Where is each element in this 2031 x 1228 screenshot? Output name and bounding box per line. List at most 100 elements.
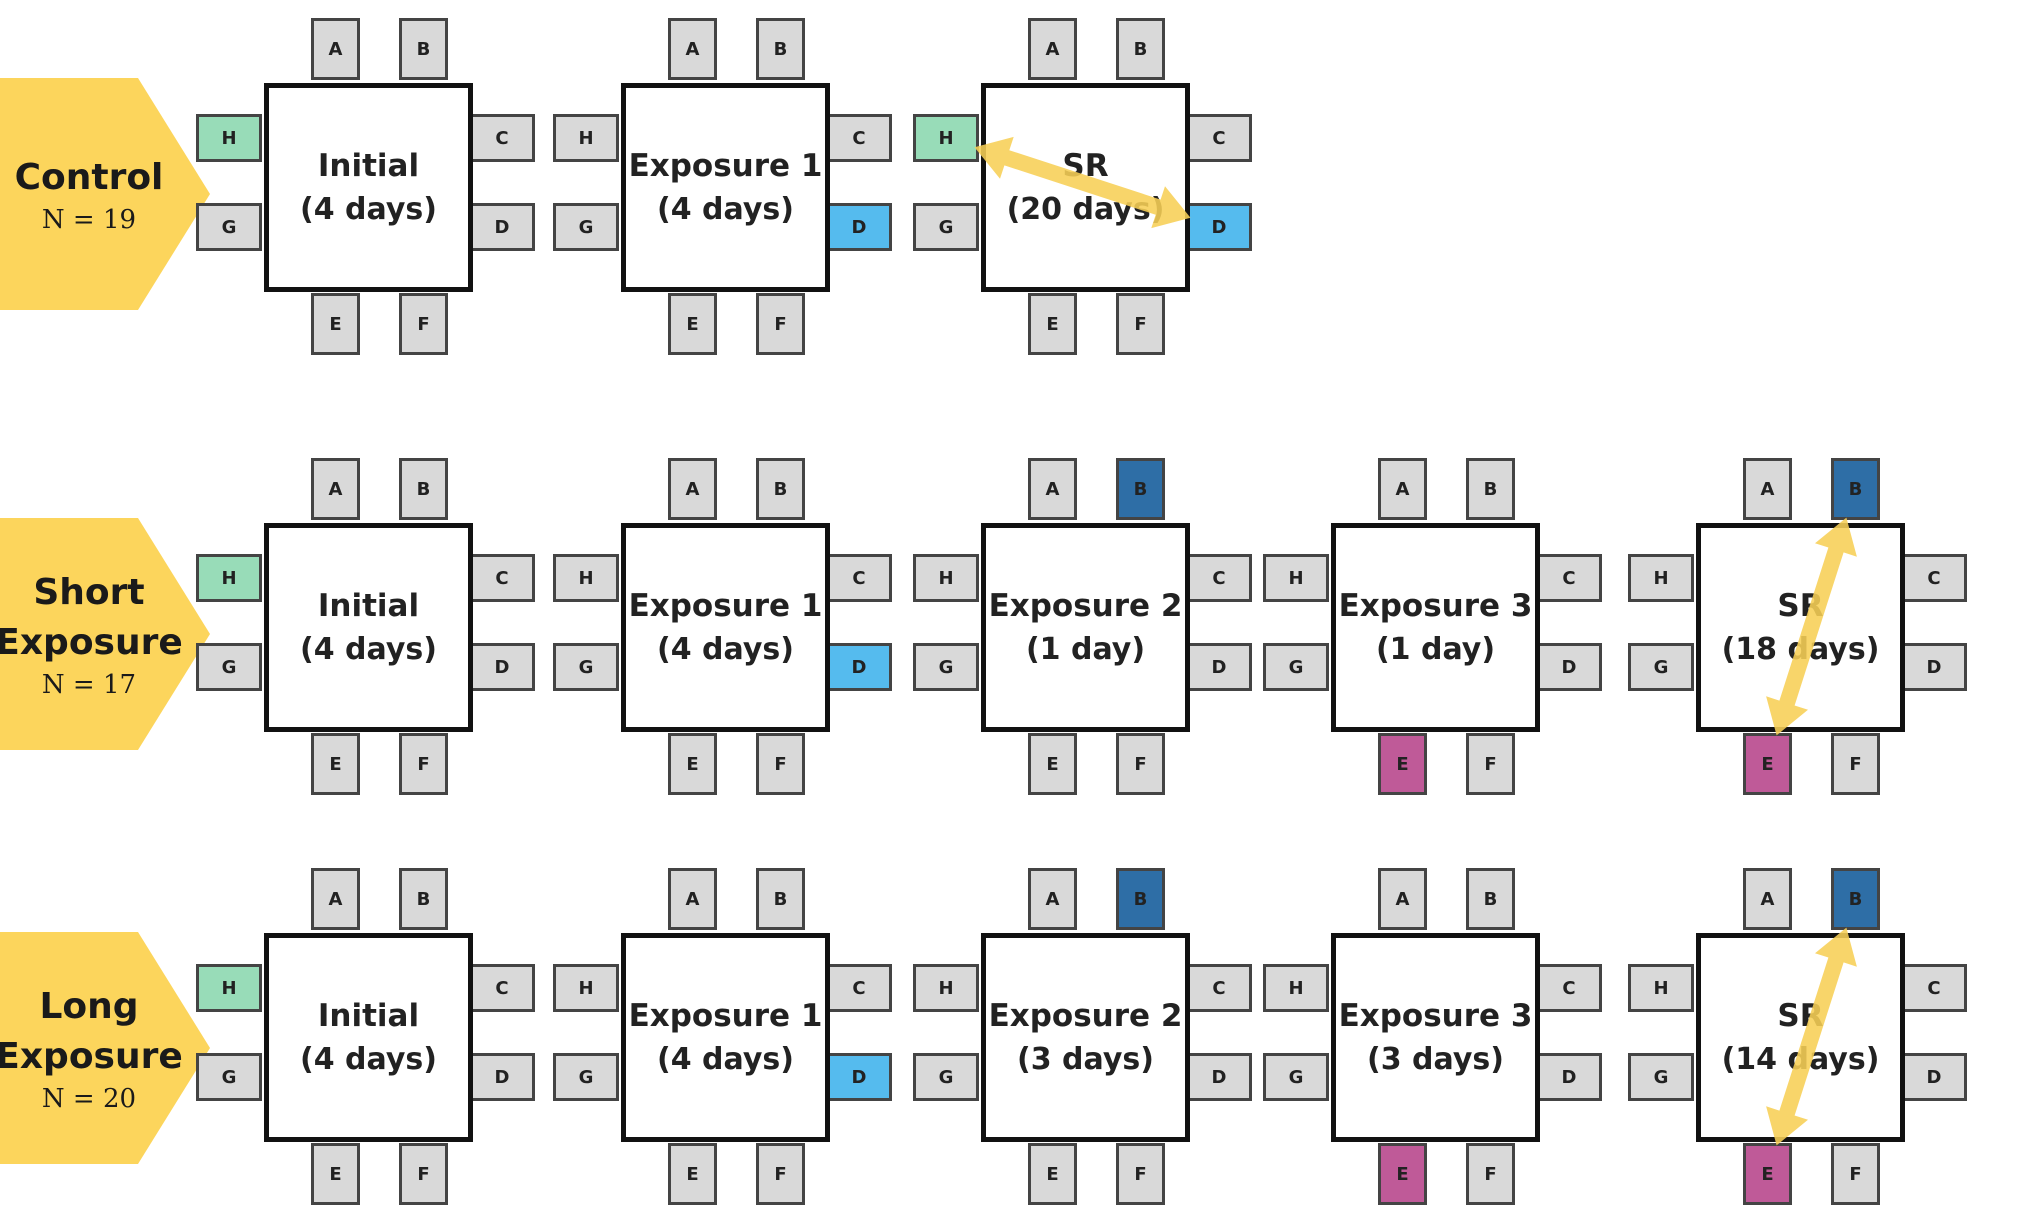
arena-center: Initial(4 days): [264, 523, 473, 732]
phase-duration: (3 days): [1017, 1041, 1154, 1077]
group-count: N = 19: [41, 205, 137, 235]
port-b: B: [399, 18, 448, 80]
port-c: C: [1536, 554, 1602, 602]
phase-duration: (4 days): [657, 631, 794, 667]
phase-name: Exposure 1: [628, 587, 823, 624]
port-b: B: [1466, 868, 1515, 930]
port-e: E: [1028, 293, 1077, 355]
port-a: A: [1028, 868, 1077, 930]
port-c: C: [1186, 964, 1252, 1012]
port-f: F: [756, 293, 805, 355]
port-e: E: [311, 733, 360, 795]
port-g: G: [196, 1053, 262, 1101]
port-h: H: [913, 964, 979, 1012]
port-c: C: [469, 554, 535, 602]
phase-duration: (1 day): [1375, 631, 1496, 667]
phase-name: SR: [1777, 587, 1824, 624]
port-d: D: [1901, 643, 1967, 691]
port-c: C: [469, 114, 535, 162]
port-f: F: [756, 733, 805, 795]
port-h: H: [553, 114, 619, 162]
port-e: E: [668, 293, 717, 355]
port-d: D: [826, 1053, 892, 1101]
port-h: H: [1263, 964, 1329, 1012]
port-f: F: [1466, 1143, 1515, 1205]
port-a: A: [1378, 868, 1427, 930]
port-h: H: [553, 964, 619, 1012]
port-d: D: [469, 203, 535, 251]
arena-center: Exposure 1(4 days): [621, 933, 830, 1142]
port-a: A: [311, 868, 360, 930]
port-g: G: [196, 643, 262, 691]
port-c: C: [1901, 964, 1967, 1012]
group-title: Short: [33, 572, 145, 613]
port-f: F: [1116, 293, 1165, 355]
port-g: G: [1263, 643, 1329, 691]
port-b: B: [756, 458, 805, 520]
port-a: A: [668, 868, 717, 930]
phase-duration: (14 days): [1721, 1041, 1880, 1077]
port-a: A: [1028, 18, 1077, 80]
port-h: H: [196, 114, 262, 162]
phase-duration: (4 days): [657, 191, 794, 227]
arena-center: Exposure 2(3 days): [981, 933, 1190, 1142]
phase-name: SR: [1777, 997, 1824, 1034]
port-a: A: [1743, 868, 1792, 930]
port-d: D: [469, 643, 535, 691]
phase-duration: (4 days): [300, 1041, 437, 1077]
port-e: E: [668, 1143, 717, 1205]
phase-duration: (20 days): [1006, 191, 1165, 227]
port-c: C: [1536, 964, 1602, 1012]
port-d: D: [1536, 643, 1602, 691]
port-a: A: [1743, 458, 1792, 520]
phase-name: Exposure 2: [988, 587, 1183, 624]
group-title: Exposure: [0, 1036, 183, 1077]
port-h: H: [196, 554, 262, 602]
port-c: C: [1186, 114, 1252, 162]
port-c: C: [1901, 554, 1967, 602]
port-e: E: [311, 293, 360, 355]
phase-name: Initial: [317, 997, 420, 1034]
port-g: G: [1263, 1053, 1329, 1101]
port-e: E: [1743, 733, 1792, 795]
port-f: F: [1831, 733, 1880, 795]
port-d: D: [1186, 1053, 1252, 1101]
port-g: G: [913, 203, 979, 251]
port-e: E: [1378, 1143, 1427, 1205]
port-f: F: [1831, 1143, 1880, 1205]
port-g: G: [553, 643, 619, 691]
port-c: C: [1186, 554, 1252, 602]
phase-duration: (18 days): [1721, 631, 1880, 667]
port-g: G: [1628, 643, 1694, 691]
port-d: D: [826, 203, 892, 251]
phase-name: Exposure 3: [1338, 997, 1533, 1034]
port-c: C: [469, 964, 535, 1012]
port-e: E: [1743, 1143, 1792, 1205]
port-h: H: [553, 554, 619, 602]
port-c: C: [826, 964, 892, 1012]
port-b: B: [399, 458, 448, 520]
port-h: H: [913, 114, 979, 162]
port-b: B: [1116, 458, 1165, 520]
port-e: E: [1028, 733, 1077, 795]
port-g: G: [1628, 1053, 1694, 1101]
arena-center: SR(20 days): [981, 83, 1190, 292]
phase-duration: (4 days): [657, 1041, 794, 1077]
port-e: E: [1378, 733, 1427, 795]
arena-center: Exposure 3 (1 day): [1331, 523, 1540, 732]
port-f: F: [399, 293, 448, 355]
port-b: B: [1831, 458, 1880, 520]
phase-name: Exposure 3: [1338, 587, 1533, 624]
port-b: B: [1116, 868, 1165, 930]
